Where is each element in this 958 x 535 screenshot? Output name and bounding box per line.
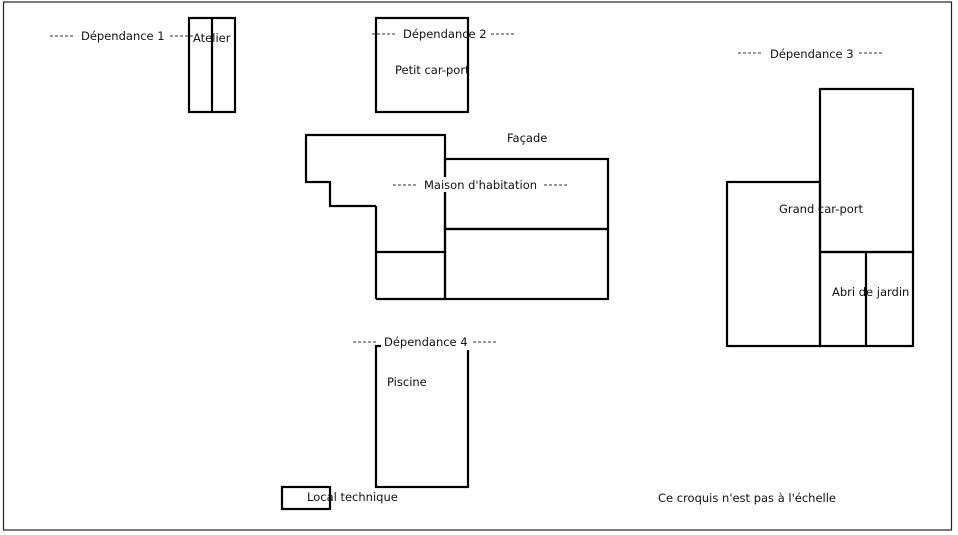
maison-main-block <box>443 157 610 231</box>
petit-carport-label: Petit car-port <box>395 63 470 77</box>
dep1-label: Dépendance 1 <box>81 29 165 43</box>
maison-habitation: Façade Maison d'habitation <box>304 131 610 301</box>
petit-carport-outline <box>374 16 470 114</box>
facade-label: Façade <box>507 131 547 145</box>
piscine-outline <box>374 344 470 489</box>
dependance-1: Dépendance 1 Atelier <box>50 16 237 114</box>
local-technique-label: Local technique <box>307 490 398 504</box>
maison-rear-block <box>443 227 610 301</box>
grand-carport-upper <box>818 87 915 254</box>
dependance-2: Dépendance 2 Petit car-port <box>372 16 515 114</box>
dep4-label-bg <box>381 336 471 350</box>
dependance-3: Dépendance 3 Grand car-port Abri de jard… <box>725 47 915 348</box>
maison-label: Maison d'habitation <box>424 178 537 192</box>
dep3-label: Dépendance 3 <box>770 47 854 61</box>
dep2-label: Dépendance 2 <box>403 27 487 41</box>
maison-label-bg <box>420 177 540 192</box>
grand-carport-label: Grand car-port <box>779 202 864 216</box>
local-technique: Local technique <box>280 485 398 511</box>
local-technique-outline <box>280 485 332 511</box>
dependance-4: Dépendance 4 Piscine <box>353 335 497 489</box>
dep4-label: Dépendance 4 <box>384 335 468 349</box>
atelier-label: Atelier <box>193 31 231 45</box>
abri-label: Abri de jardin <box>832 285 909 299</box>
maison-left-wing <box>304 133 447 208</box>
scale-note: Ce croquis n'est pas à l'échelle <box>658 491 836 505</box>
piscine-label: Piscine <box>387 375 427 389</box>
